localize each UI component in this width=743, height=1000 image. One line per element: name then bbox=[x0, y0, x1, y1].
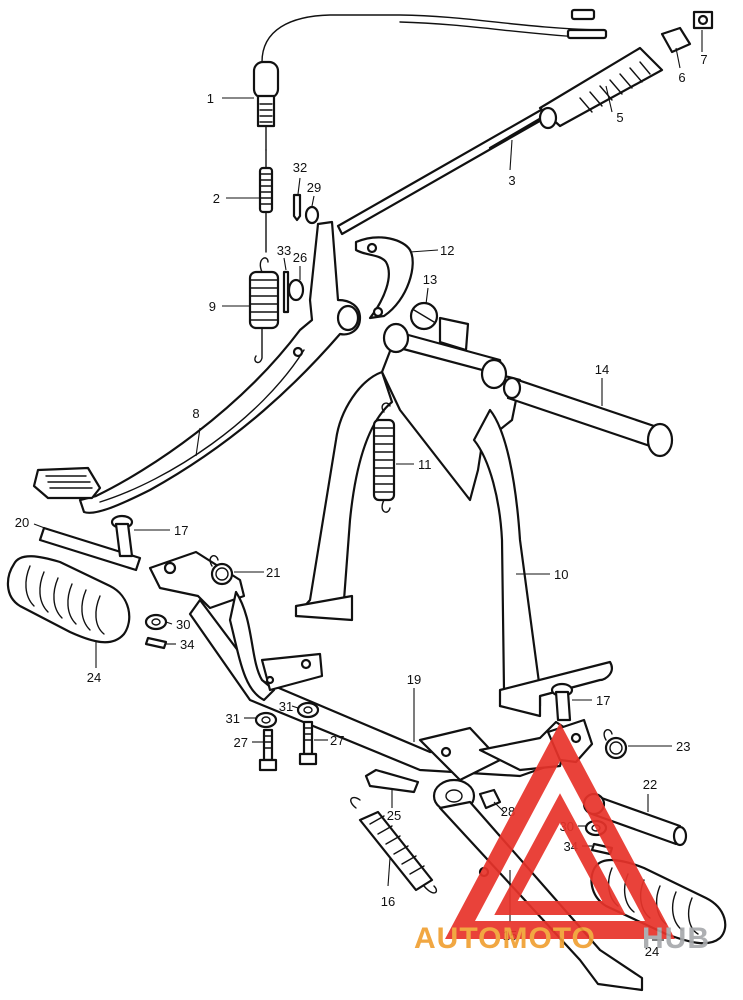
brake-spring-9 bbox=[248, 257, 280, 364]
callout-23: 23 bbox=[676, 739, 690, 754]
callout-6: 6 bbox=[678, 70, 685, 85]
callout-24a: 24 bbox=[87, 670, 101, 685]
callout-10: 10 bbox=[554, 567, 568, 582]
callout-20: 20 bbox=[15, 515, 29, 530]
pin-7 bbox=[692, 10, 714, 30]
callout-27a: 27 bbox=[234, 735, 248, 750]
main-stand-10 bbox=[294, 316, 613, 718]
callout-29: 29 bbox=[307, 180, 321, 195]
callout-31a: 31 bbox=[226, 711, 240, 726]
callout-labels: 1 2 3 5 6 7 8 9 10 11 12 13 14 15 16 17 … bbox=[15, 52, 708, 959]
callout-1: 1 bbox=[207, 91, 214, 106]
callout-9: 9 bbox=[209, 299, 216, 314]
callout-22: 22 bbox=[643, 777, 657, 792]
watermark-triangle-icon bbox=[445, 722, 675, 939]
callout-31b: 31 bbox=[279, 699, 293, 714]
callout-17b: 17 bbox=[596, 693, 610, 708]
pin-17a bbox=[110, 514, 134, 558]
callout-25: 25 bbox=[387, 808, 401, 823]
spring-2 bbox=[258, 149, 274, 253]
callout-19: 19 bbox=[407, 672, 421, 687]
spring-16 bbox=[350, 796, 438, 894]
grease-nipple-13 bbox=[409, 301, 439, 331]
callout-17a: 17 bbox=[174, 523, 188, 538]
callout-13: 13 bbox=[423, 272, 437, 287]
brake-pedal-8 bbox=[32, 220, 362, 514]
watermark-text-automoto: AUTOMOTO bbox=[414, 922, 596, 955]
adjuster-nut-6 bbox=[660, 26, 692, 54]
bolt-25 bbox=[364, 768, 420, 794]
pin-17b bbox=[550, 682, 574, 722]
callout-24b: 24 bbox=[645, 944, 659, 959]
callout-3: 3 bbox=[508, 173, 515, 188]
watermark-inner-triangle-icon bbox=[494, 793, 626, 915]
callout-32: 32 bbox=[293, 160, 307, 175]
watermark-text-hub: HUB bbox=[642, 922, 710, 955]
callout-7: 7 bbox=[700, 52, 707, 67]
callout-30a: 30 bbox=[176, 617, 190, 632]
automotohub-watermark: AUTOMOTO HUB bbox=[414, 722, 710, 955]
stand-spring-11 bbox=[372, 402, 396, 513]
leader-lines bbox=[33, 30, 703, 941]
cotter-34a bbox=[144, 636, 168, 650]
side-stand-15 bbox=[432, 778, 644, 992]
callout-8: 8 bbox=[192, 406, 199, 421]
footpeg-rubber-24a bbox=[6, 555, 131, 644]
spring-23 bbox=[603, 729, 628, 760]
callout-21: 21 bbox=[266, 565, 280, 580]
callout-2: 2 bbox=[213, 191, 220, 206]
bolt-27a bbox=[258, 728, 278, 772]
brake-cable bbox=[252, 8, 608, 151]
bolt-27b bbox=[298, 720, 318, 766]
callout-12: 12 bbox=[440, 243, 454, 258]
spring-21 bbox=[209, 555, 234, 586]
washer-31a bbox=[254, 711, 278, 729]
washer-30a bbox=[144, 613, 168, 631]
callout-26: 26 bbox=[293, 250, 307, 265]
small-hardware bbox=[282, 193, 320, 314]
callout-33: 33 bbox=[277, 243, 291, 258]
callout-34a: 34 bbox=[180, 637, 194, 652]
callout-5: 5 bbox=[616, 110, 623, 125]
callout-14: 14 bbox=[595, 362, 609, 377]
brake-adjuster-5 bbox=[538, 46, 664, 130]
callout-16: 16 bbox=[381, 894, 395, 909]
brake-rod-3 bbox=[336, 104, 554, 236]
bracket-12 bbox=[354, 236, 414, 320]
washer-31b bbox=[296, 701, 320, 719]
callout-27b: 27 bbox=[330, 733, 344, 748]
pivot-shaft-14 bbox=[502, 376, 674, 458]
callout-11: 11 bbox=[418, 457, 432, 472]
